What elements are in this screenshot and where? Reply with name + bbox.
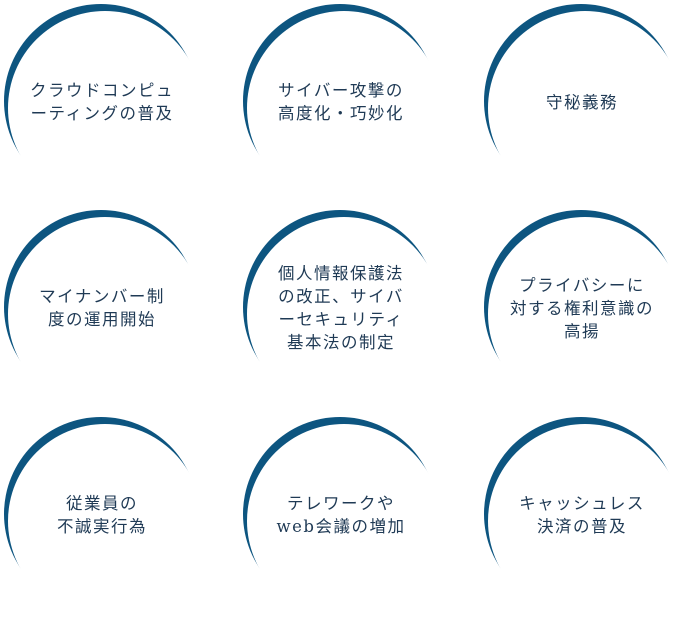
factor-label-line: 度の運用開始 bbox=[48, 310, 156, 329]
crescent-arc-icon bbox=[484, 4, 678, 198]
factor-label-line: ーティングの普及 bbox=[30, 104, 174, 123]
crescent-arc-icon bbox=[484, 210, 678, 404]
factor-label-line: キャッシュレス bbox=[519, 494, 645, 513]
crescent-arc-icon bbox=[4, 417, 198, 611]
factor-item: マイナンバー制度の運用開始 bbox=[2, 208, 202, 408]
factor-label-line: の改正、サイバ bbox=[278, 287, 404, 306]
factor-label: サイバー攻撃の高度化・巧妙化 bbox=[241, 2, 441, 202]
factor-label: 守秘義務 bbox=[482, 2, 681, 202]
factor-item: サイバー攻撃の高度化・巧妙化 bbox=[241, 2, 441, 202]
factor-label-line: 決済の普及 bbox=[537, 517, 627, 536]
factor-item: キャッシュレス決済の普及 bbox=[482, 415, 681, 615]
factor-label-line: サイバー攻撃の bbox=[278, 81, 404, 100]
factor-label-line: マイナンバー制 bbox=[39, 287, 165, 306]
crescent-arc-icon bbox=[484, 417, 678, 611]
factor-label: マイナンバー制度の運用開始 bbox=[2, 208, 202, 408]
factor-label: プライバシーに対する権利意識の高揚 bbox=[482, 208, 681, 408]
factor-item: クラウドコンピューティングの普及 bbox=[2, 2, 202, 202]
crescent-arc-icon bbox=[4, 210, 198, 404]
factor-label-line: 守秘義務 bbox=[546, 92, 618, 112]
factor-label-line: 高揚 bbox=[564, 321, 600, 341]
factor-item: 守秘義務 bbox=[482, 2, 681, 202]
factor-label-line: 従業員の bbox=[66, 494, 138, 513]
factor-label: キャッシュレス決済の普及 bbox=[482, 415, 681, 615]
factor-label: 個人情報保護法の改正、サイバーセキュリティ基本法の制定 bbox=[241, 208, 441, 408]
factor-label-line: 対する権利意識の bbox=[510, 298, 654, 318]
factor-label: クラウドコンピューティングの普及 bbox=[2, 2, 202, 202]
factor-label: テレワークや web会議の増加 bbox=[241, 415, 441, 615]
factor-label-line: プライバシーに bbox=[519, 275, 645, 295]
factor-item: 個人情報保護法の改正、サイバーセキュリティ基本法の制定 bbox=[241, 208, 441, 408]
crescent-arc-icon bbox=[4, 4, 198, 198]
factor-label: 従業員の不誠実行為 bbox=[2, 415, 202, 615]
factor-label-line: クラウドコンピュ bbox=[30, 81, 174, 100]
factor-label-line: テレワークや bbox=[287, 494, 395, 513]
factor-label-line: 基本法の制定 bbox=[287, 333, 395, 352]
factor-item: プライバシーに対する権利意識の高揚 bbox=[482, 208, 681, 408]
factor-label-line: ーセキュリティ bbox=[278, 310, 404, 329]
crescent-arc-icon bbox=[243, 417, 437, 611]
factor-label-line: 高度化・巧妙化 bbox=[278, 104, 404, 123]
factor-label-line: 個人情報保護法 bbox=[278, 264, 404, 283]
factor-item: テレワークや web会議の増加 bbox=[241, 415, 441, 615]
factor-label-line: web会議の増加 bbox=[276, 517, 406, 536]
crescent-arc-icon bbox=[243, 4, 437, 198]
crescent-arc-icon bbox=[243, 210, 437, 404]
factor-label-line: 不誠実行為 bbox=[57, 517, 147, 536]
factor-item: 従業員の不誠実行為 bbox=[2, 415, 202, 615]
